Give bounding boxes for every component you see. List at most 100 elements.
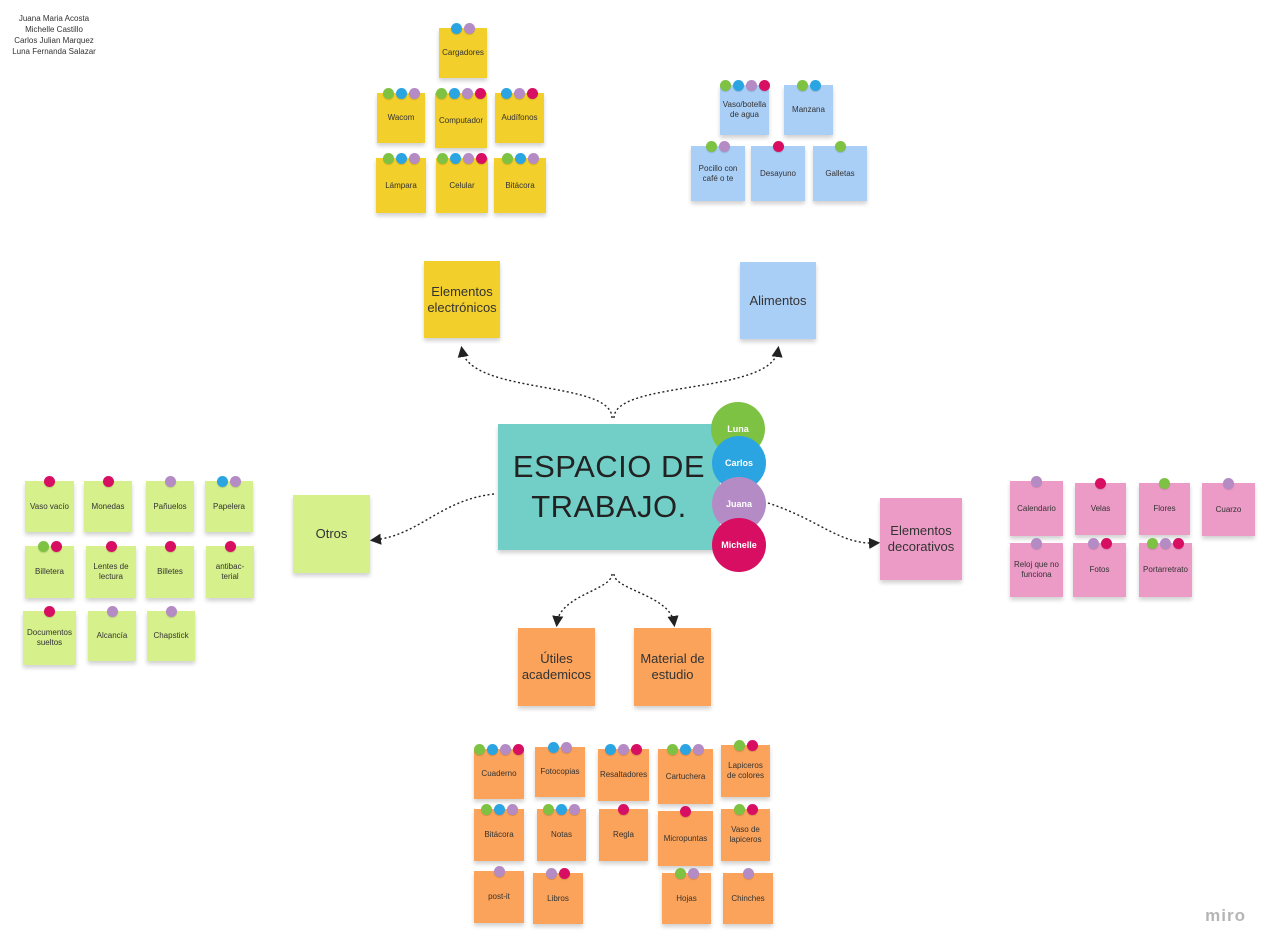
sticky-note-label: Alcancía	[96, 631, 128, 640]
sticky-note[interactable]: Audífonos	[495, 88, 544, 143]
sticky-note[interactable]: Bitácora	[474, 804, 524, 861]
sticky-note[interactable]: Calendario	[1010, 476, 1063, 536]
vote-dot-juana	[230, 476, 241, 487]
sticky-note[interactable]: Chapstick	[147, 606, 195, 661]
sticky-note-label: Computador	[438, 115, 484, 125]
sticky-note[interactable]: Cuaderno	[474, 744, 524, 799]
vote-dot-carlos	[450, 153, 461, 164]
sticky-note[interactable]: Cuarzo	[1202, 478, 1255, 536]
sticky-note[interactable]: Vaso vacío	[25, 476, 74, 532]
sticky-note[interactable]: Velas	[1075, 478, 1126, 535]
sticky-note[interactable]: Flores	[1139, 478, 1190, 535]
vote-dot-juana	[463, 153, 474, 164]
sticky-note[interactable]: Wacom	[377, 88, 425, 143]
vote-dot-juana	[106, 606, 118, 617]
vote-dots	[435, 88, 487, 99]
sticky-note[interactable]: Documentos sueltos	[23, 606, 76, 665]
sticky-note[interactable]: Chinches	[723, 868, 773, 924]
vote-dot-luna	[674, 868, 686, 879]
sticky-note[interactable]: Pañuelos	[146, 476, 194, 532]
sticky-note[interactable]: Fotocopias	[535, 742, 585, 797]
vote-dot-luna	[706, 141, 717, 152]
sticky-note-label: Bitácora	[505, 180, 535, 190]
vote-dot-luna	[480, 804, 492, 815]
sticky-note[interactable]: Regla	[599, 804, 648, 861]
sticky-note-label: Cargadores	[442, 48, 484, 57]
sticky-note[interactable]: Celular	[436, 153, 488, 213]
vote-dot-juana	[165, 606, 177, 617]
sticky-note[interactable]: Resaltadores	[598, 744, 649, 801]
sticky-note[interactable]: Reloj que no funciona	[1010, 538, 1063, 597]
sticky-note[interactable]: Billetera	[25, 541, 74, 598]
sticky-note[interactable]: Notas	[537, 804, 586, 861]
sticky-note[interactable]: Lentes de lectura	[86, 541, 136, 598]
central-topic-note[interactable]: ESPACIO DE TRABAJO.	[498, 424, 720, 550]
sticky-note[interactable]: Lámpara	[376, 153, 426, 213]
sticky-note[interactable]: Lapiceros de colores	[721, 740, 770, 797]
vote-dot-luna	[474, 744, 485, 755]
category-label: Elementos decorativos	[887, 523, 955, 554]
sticky-note-label: Calendario	[1017, 503, 1056, 513]
vote-dots	[1073, 538, 1126, 549]
vote-dot-juana	[500, 744, 511, 755]
connector-academic	[552, 573, 613, 628]
vote-dot-luna	[733, 740, 745, 751]
vote-dots	[1075, 478, 1126, 489]
vote-dot-luna	[1159, 478, 1170, 489]
sticky-note[interactable]: Fotos	[1073, 538, 1126, 597]
sticky-note[interactable]: Hojas	[662, 868, 711, 924]
vote-dot-carlos	[395, 153, 407, 164]
vote-dots	[436, 153, 488, 164]
vote-dot-michelle	[1100, 538, 1112, 549]
category-note-electronics[interactable]: Elementos electrónicos	[424, 261, 500, 338]
sticky-note[interactable]: Micropuntas	[658, 806, 713, 866]
vote-dot-juana	[546, 868, 557, 879]
vote-dots	[25, 476, 74, 487]
sticky-note[interactable]: Portarretrato	[1139, 538, 1192, 597]
sticky-note[interactable]: Papelera	[205, 476, 253, 532]
sticky-note-label: Micropuntas	[663, 833, 708, 843]
vote-dot-juana	[719, 141, 730, 152]
sticky-note[interactable]: Alcancía	[88, 606, 136, 661]
vote-dot-juana	[693, 744, 704, 755]
category-note-study[interactable]: Material de estudio	[634, 628, 711, 706]
vote-dot-juana	[164, 476, 176, 487]
sticky-note[interactable]: Manzana	[784, 80, 833, 135]
sticky-note[interactable]: Libros	[533, 868, 583, 924]
vote-dot-carlos	[487, 744, 498, 755]
vote-dot-luna	[543, 804, 554, 815]
sticky-note[interactable]: antibac-terial	[206, 541, 254, 598]
sticky-note[interactable]: Vaso/botella de agua	[719, 80, 770, 135]
sticky-note-label: Reloj que no funciona	[1014, 560, 1059, 579]
vote-dot-luna	[796, 80, 808, 91]
sticky-note-label: Fotocopias	[540, 767, 580, 776]
sticky-note[interactable]: Cargadores	[439, 23, 487, 78]
sticky-note[interactable]: Vaso de lapiceros	[721, 804, 770, 861]
category-note-academic[interactable]: Útiles academicos	[518, 628, 595, 706]
sticky-note[interactable]: post-it	[474, 866, 524, 923]
connector-others	[369, 493, 495, 545]
connector-decor	[767, 502, 881, 549]
sticky-note[interactable]: Pocillo con café o te	[691, 141, 745, 201]
vote-dot-michelle	[102, 476, 114, 487]
category-note-others[interactable]: Otros	[293, 495, 370, 573]
connector-food	[613, 345, 783, 419]
person-circle-michelle[interactable]: Michelle	[712, 518, 766, 572]
sticky-note[interactable]: Bitácora	[494, 153, 546, 213]
sticky-note[interactable]: Monedas	[84, 476, 132, 532]
central-topic-title: ESPACIO DE TRABAJO.	[512, 449, 706, 524]
category-label: Otros	[315, 526, 348, 541]
category-note-food[interactable]: Alimentos	[740, 262, 816, 339]
sticky-note[interactable]: Galletas	[813, 141, 867, 201]
vote-dot-luna	[436, 88, 447, 99]
sticky-note-label: Celular	[449, 180, 475, 190]
sticky-note[interactable]: Computador	[435, 88, 487, 148]
vote-dot-luna	[834, 141, 846, 152]
sticky-note[interactable]: Billetes	[146, 541, 194, 598]
vote-dots	[751, 141, 805, 152]
category-label: Útiles academicos	[521, 651, 592, 682]
category-note-decor[interactable]: Elementos decorativos	[880, 498, 962, 580]
sticky-note-label: Desayuno	[759, 168, 797, 178]
sticky-note[interactable]: Desayuno	[751, 141, 805, 201]
sticky-note[interactable]: Cartuchera	[658, 744, 713, 804]
